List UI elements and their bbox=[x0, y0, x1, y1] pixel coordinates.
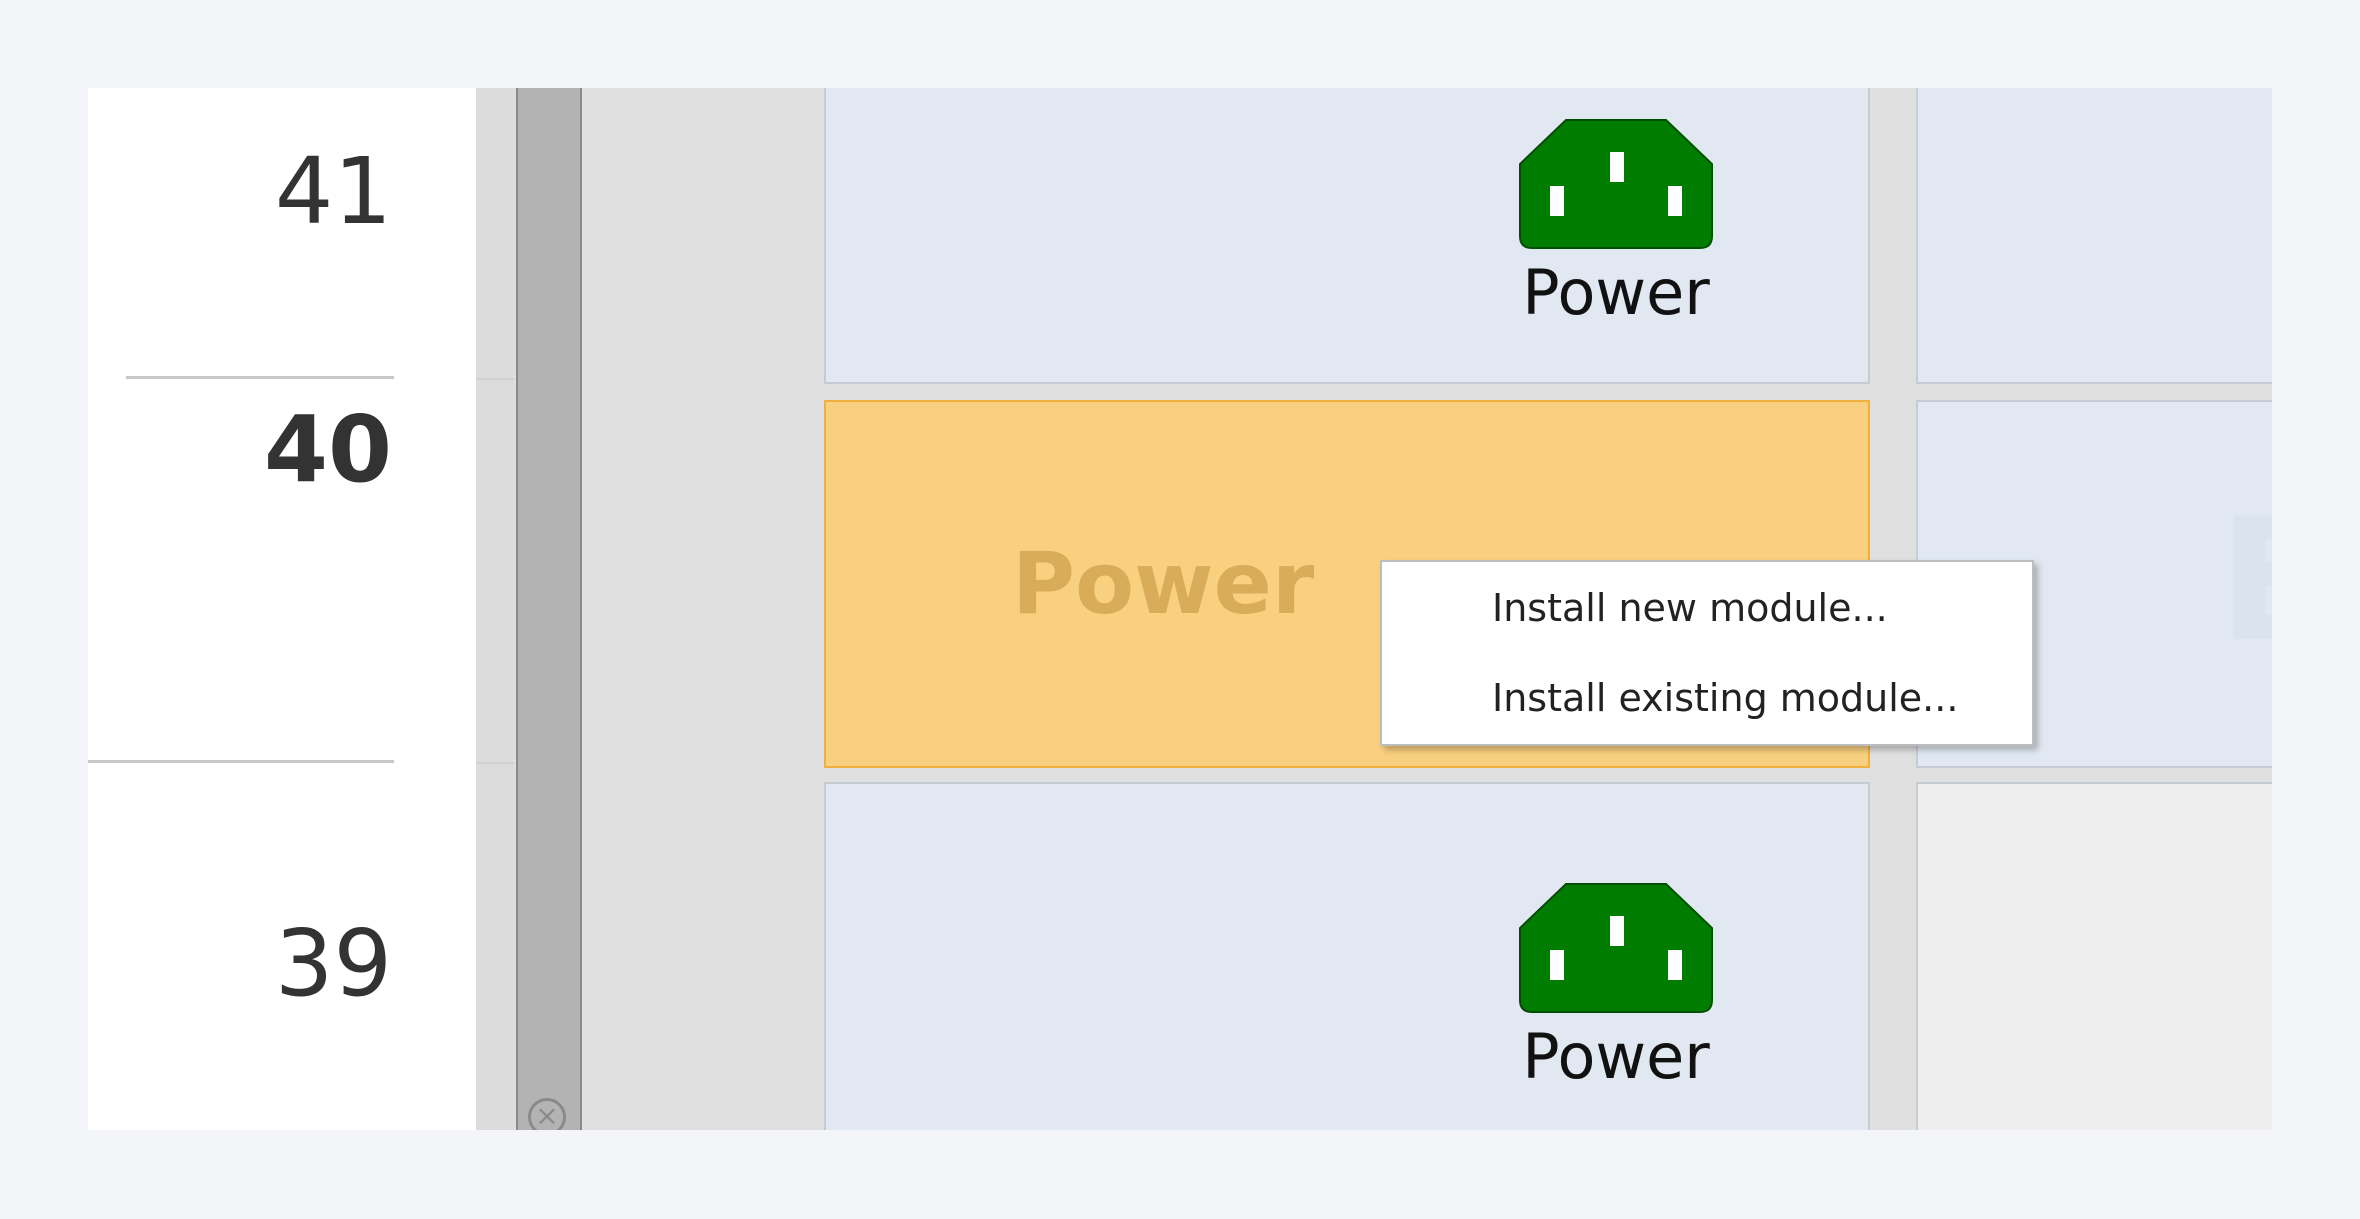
row-divider bbox=[126, 376, 394, 379]
row-number-41: 41 bbox=[274, 138, 392, 245]
slot-row39-power[interactable]: Power bbox=[824, 782, 1870, 1130]
slot-ghost-label: Power bbox=[1012, 534, 1315, 634]
menu-item-install-existing-module[interactable]: Install existing module... bbox=[1492, 676, 1959, 720]
power-connector-icon bbox=[1519, 119, 1713, 249]
row-number-40: 40 bbox=[263, 396, 392, 503]
rack-view: 41 40 39 × Power Power E Power bbox=[88, 88, 2272, 1130]
row-divider bbox=[88, 760, 394, 763]
slot-label: Power bbox=[1522, 1020, 1710, 1093]
rail-tick bbox=[476, 762, 514, 764]
remove-circle-icon[interactable]: × bbox=[528, 1098, 566, 1130]
rail-track bbox=[476, 88, 514, 1130]
slot-row41-right[interactable] bbox=[1916, 88, 2272, 384]
context-menu: Install new module... Install existing m… bbox=[1380, 560, 2034, 746]
row-number-39: 39 bbox=[274, 910, 392, 1017]
power-connector-icon bbox=[1519, 883, 1713, 1013]
slot-row39-right-empty[interactable] bbox=[1916, 782, 2272, 1130]
slot-ghost-letter: E bbox=[2218, 482, 2272, 680]
slot-label: Power bbox=[1522, 256, 1710, 329]
row-number-gutter: 41 40 39 bbox=[88, 88, 476, 1130]
slot-row41-power[interactable]: Power bbox=[824, 88, 1870, 384]
menu-item-install-new-module[interactable]: Install new module... bbox=[1492, 586, 1888, 630]
rail-tick bbox=[476, 378, 514, 380]
rack-rail[interactable] bbox=[516, 88, 582, 1130]
